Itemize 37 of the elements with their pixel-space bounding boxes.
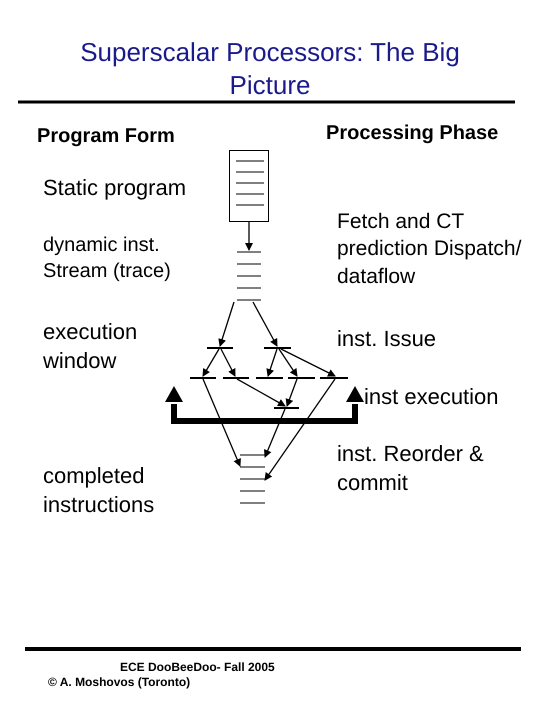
arrow	[245, 222, 253, 251]
arrow	[252, 302, 278, 347]
arrow	[266, 348, 278, 377]
arrow	[202, 348, 220, 377]
arrow	[218, 302, 235, 347]
footer-text: © A. Moshovos (Toronto)	[48, 675, 192, 691]
instruction-line	[256, 377, 283, 379]
program-listing-box	[229, 150, 269, 222]
instruction-line	[223, 377, 249, 379]
instruction-line	[288, 377, 315, 379]
phase-label: inst execution	[364, 383, 500, 411]
instruction-line	[264, 347, 291, 349]
arrow	[220, 348, 236, 377]
column-heading: Program Form	[37, 124, 176, 149]
arrow	[278, 348, 298, 377]
instruction-line	[274, 407, 299, 409]
phase-label: Fetch and CT prediction Dispatch/ dataflow	[337, 209, 522, 290]
stage-label: Static program	[43, 174, 188, 202]
instruction-line	[320, 377, 348, 379]
arrow	[236, 378, 286, 407]
stage-label: completed instructions	[43, 462, 156, 519]
column-heading: Processing Phase	[326, 121, 500, 146]
phase-label: inst. Reorder & commit	[337, 440, 485, 497]
instruction-stack	[237, 251, 261, 302]
arrow	[286, 378, 298, 407]
footer-text: ECE DooBeeDoo- Fall 2005	[120, 660, 276, 676]
arrow	[264, 378, 336, 481]
arrow	[264, 408, 286, 458]
slide-title: Superscalar Processors: The Big Picture	[79, 36, 461, 101]
stage-label: execution window	[43, 318, 138, 375]
phase-label: inst. Issue	[337, 325, 438, 353]
instruction-line	[207, 347, 233, 349]
instruction-stack	[240, 454, 265, 505]
stage-label: dynamic inst. Stream (trace)	[43, 233, 172, 284]
instruction-line	[190, 377, 216, 379]
arrow	[280, 348, 336, 377]
arrow	[202, 378, 241, 467]
